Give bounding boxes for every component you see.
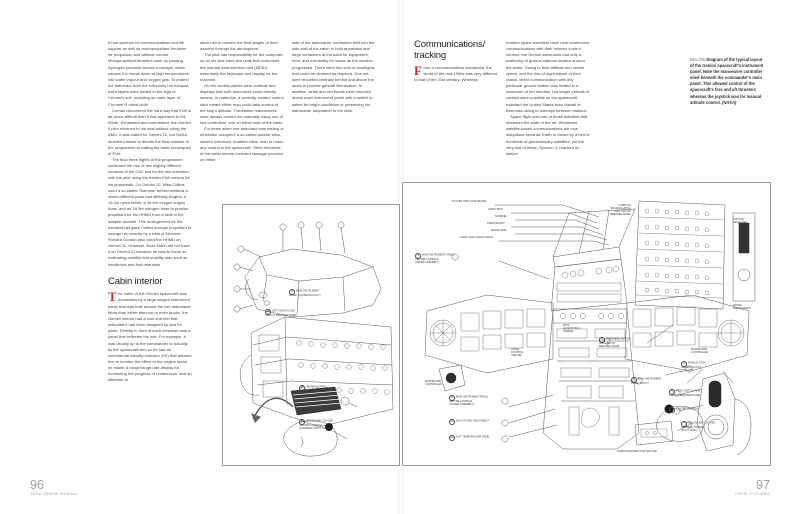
callout-text: LEFT SWITCH AND CIRCUIT BREAKER PANEL [265,309,297,318]
figure-label: MANOEUVRE CONTROLLER [425,380,443,386]
figure-caption-below: BELOW Diagram of the typical layout of t… [690,57,766,106]
callout-text: MAIN INSTRUMENT PANEL CENTRE CONSOLE (UP… [415,253,455,265]
callout-text: OVERHEAD SWITCH AND CIRCUIT BREAKER PANE… [599,337,631,349]
caption-source: (NASA) [722,99,737,105]
callout-text: MAIN INSTRUMENT PANEL CENTRE CONSOLE (LO… [449,395,489,407]
figure-label: AGENA ENCODER CONTROLLER [617,450,657,453]
text-column-5: modern space travellers have near-contin… [506,40,590,157]
caption-body: Diagram of the typical layout of the Gem… [690,57,764,105]
paragraph: modern space travellers have near-contin… [506,40,590,113]
figure-label: MANOEUVRE CONTROLLER [691,348,709,354]
figure-label: SUIT FAN SELECTOR [733,218,747,224]
figure-label: CABIN VENT [487,208,503,211]
paragraph: It had systems for communications and li… [108,40,190,107]
figure-label: WATER MANAGEMENT [733,304,751,310]
drop-cap: F [414,62,422,78]
paragraph: Cernan discovered the hard way that EVA … [108,107,191,156]
paragraph: The final three flights of the programme… [108,156,192,267]
figure-label: CABIN RECIRC [486,222,505,225]
page-number: 97 [756,477,770,492]
callout-text: SECONDARY OXYGEN CONTROL HANDLE (COMMAND… [299,419,334,431]
drop-cap: T [108,288,117,304]
callout-number: 13 [449,419,456,426]
figure-label: WATER SEAL [491,229,507,232]
folio-left: 96 NASA GEMINI MANUAL [30,477,79,496]
text-column-4: Communications/ tracking F rom a communi… [414,39,498,83]
paragraph: side of the astronauts, containers built… [292,40,375,113]
running-head: NASA GEMINI MANUAL [30,492,79,496]
callout-text: SUIT TEMPERATURE PANEL [455,435,490,439]
paragraph-with-dropcap: T he cabin of the Gemini spacecraft was … [108,288,192,383]
callout-text: ABORT CONTROL [305,385,328,389]
page-number: 96 [30,477,44,492]
callout-text: MAIN INSTRUMENT PANEL (COMMAND PILOT) [289,289,321,298]
figure-label: CABIN AIR RECIRCULATING AND CIRCUIT BREA… [610,204,631,216]
callout-text: CENTRE CONSOLE [675,407,700,411]
callout-number: 11 [299,385,306,392]
figure-label: OXYGEN HIGH-RATE RECIRC [451,200,487,203]
callout-text: MAIN INSTRUMENT PANEL (PILOT) [631,377,662,386]
paragraph: he cabin of the Gemini spacecraft was do… [108,291,192,383]
callout-text: SECONDARY OXYGEN CONTROL HANDLE (PILOT S… [681,421,716,433]
callout-text: EVA OXYGEN DISCONNECT [455,419,490,423]
text-column-1: It had systems for communications and li… [108,40,192,384]
paragraph: For times when one astronaut was resting… [200,126,284,162]
callout-number: 6 [669,407,676,414]
callout-number: 14 [449,435,456,442]
cabin-left-line-art [223,205,399,465]
caption-lead-in: BELOW [690,57,706,62]
text-column-2: allow him to monitor the final stages of… [200,40,284,163]
callout-text: RIGHT SWITCH AND CIRCUIT BREAKER PANEL [669,389,701,398]
paragraph-with-dropcap: F rom a communications standpoint, the w… [414,62,498,83]
paragraph: The pilot had responsibility for the com… [200,52,284,82]
section-heading-cabin-interior: Cabin interior [108,275,163,287]
paragraph: rom a communications standpoint, the wor… [414,65,498,83]
running-head: CREW SYSTEMS [734,492,770,496]
folio-right: 97 CREW SYSTEMS [734,477,770,496]
figure-label: VOICE CONTROL CENTRE [511,348,524,357]
section-heading-communications-tracking: Communications/ tracking [414,39,486,61]
figure-label: SNORKEL [495,215,507,218]
figure-label: DATA ACQUISITION CAMERA [563,324,580,333]
paragraph: allow him to monitor the final stages of… [200,40,278,52]
callout-text: MANUAL DATA INSERTION UNIT [681,361,706,370]
text-column-3: side of the astronauts, containers built… [292,40,376,114]
figure-instrument-panel-diagram: OXYGEN HIGH-RATE RECIRC CABIN VENT SNORK… [402,182,771,466]
paragraph: Space flight was one of those activities… [506,113,590,156]
figure-label: CABIN VENT CHECK VALVE [459,236,493,239]
instrument-panel-line-art [403,183,770,465]
paragraph: On the central panels were controls and … [200,83,284,126]
